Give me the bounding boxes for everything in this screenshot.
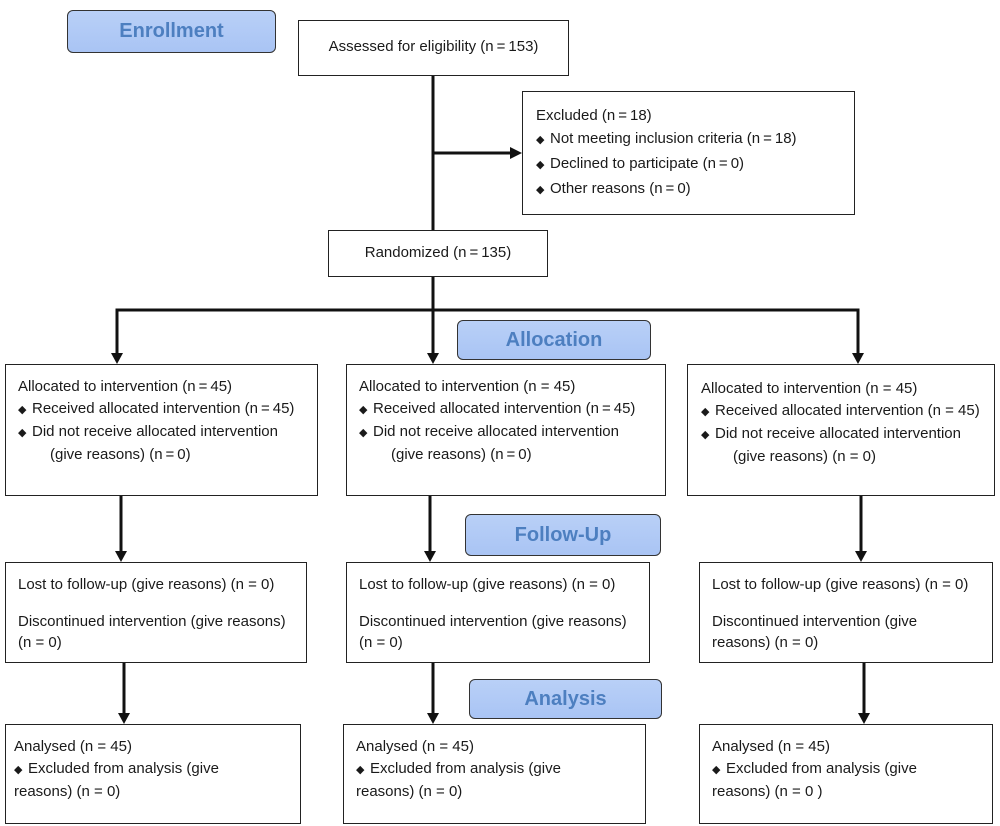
- followup-box-arm-1: Lost to follow-up (give reasons) (n = 0)…: [5, 562, 307, 663]
- analysis-excluded: ◆Excluded from analysis (give: [356, 758, 645, 781]
- analysis-box-arm-3: Analysed (n = 45) ◆Excluded from analysi…: [699, 724, 993, 824]
- diamond-bullet-icon: ◆: [18, 404, 27, 416]
- analysis-excluded-count: reasons) (n = 0): [356, 783, 463, 800]
- excluded-item: ◆Not meeting inclusion criteria (n = 18): [536, 127, 854, 152]
- excluded-box: Excluded (n = 18) ◆Not meeting inclusion…: [522, 91, 855, 215]
- excluded-item: ◆Other reasons (n = 0): [536, 177, 854, 202]
- analysis-excluded-count: reasons) (n = 0): [14, 783, 121, 800]
- randomized-text: Randomized (n = 135): [364, 244, 512, 261]
- diamond-bullet-icon: ◆: [359, 427, 368, 439]
- assessed-text: Assessed for eligibility (n = 153): [328, 38, 539, 55]
- analysis-excluded-count: reasons) (n = 0 ): [712, 783, 823, 800]
- followup-discontinued: Discontinued intervention (give reasons): [18, 613, 286, 630]
- followup-lost: Lost to follow-up (give reasons) (n = 0): [712, 576, 969, 593]
- followup-box-arm-3: Lost to follow-up (give reasons) (n = 0)…: [699, 562, 993, 663]
- allocation-received: ◆Received allocated intervention (n = 45…: [18, 398, 317, 421]
- excluded-title: Excluded (n = 18): [536, 107, 652, 124]
- diamond-bullet-icon: ◆: [14, 764, 23, 776]
- analysis-analysed: Analysed (n = 45): [712, 738, 830, 755]
- analysis-excluded: ◆Excluded from analysis (give: [712, 758, 992, 781]
- assessed-box: Assessed for eligibility (n = 153): [298, 20, 569, 76]
- followup-lost: Lost to follow-up (give reasons) (n = 0): [18, 576, 275, 593]
- diamond-bullet-icon: ◆: [536, 134, 545, 146]
- followup-discontinued-count: (n = 0): [359, 634, 403, 651]
- allocation-box-arm-2: Allocated to intervention (n = 45) ◆Rece…: [346, 364, 666, 496]
- followup-discontinued: Discontinued intervention (give: [712, 613, 918, 630]
- followup-discontinued: Discontinued intervention (give reasons): [359, 613, 627, 630]
- allocation-not-received-reason: (give reasons) (n = 0): [733, 448, 876, 465]
- followup-discontinued-count: (n = 0): [18, 634, 62, 651]
- allocation-not-received: ◆Did not receive allocated intervention: [18, 421, 317, 444]
- diamond-bullet-icon: ◆: [359, 404, 368, 416]
- diamond-bullet-icon: ◆: [18, 427, 27, 439]
- allocation-not-received-reason: (give reasons) (n = 0): [50, 446, 191, 463]
- allocation-not-received: ◆Did not receive allocated intervention: [701, 423, 994, 446]
- followup-box-arm-2: Lost to follow-up (give reasons) (n = 0)…: [346, 562, 650, 663]
- diamond-bullet-icon: ◆: [356, 764, 365, 776]
- stage-allocation-label: Allocation: [457, 320, 651, 360]
- stage-followup-label: Follow-Up: [465, 514, 661, 556]
- allocation-title: Allocated to intervention (n = 45): [359, 378, 576, 395]
- stage-enrollment-label: Enrollment: [67, 10, 276, 53]
- diamond-bullet-icon: ◆: [712, 764, 721, 776]
- diamond-bullet-icon: ◆: [536, 184, 545, 196]
- followup-lost: Lost to follow-up (give reasons) (n = 0): [359, 576, 616, 593]
- analysis-box-arm-2: Analysed (n = 45) ◆Excluded from analysi…: [343, 724, 646, 824]
- allocation-box-arm-3: Allocated to intervention (n = 45) ◆Rece…: [687, 364, 995, 496]
- allocation-title: Allocated to intervention (n = 45): [701, 380, 918, 397]
- analysis-analysed: Analysed (n = 45): [14, 738, 132, 755]
- excluded-item: ◆Declined to participate (n = 0): [536, 152, 854, 177]
- analysis-box-arm-1: Analysed (n = 45) ◆Excluded from analysi…: [5, 724, 301, 824]
- allocation-not-received: ◆Did not receive allocated intervention: [359, 421, 665, 444]
- diamond-bullet-icon: ◆: [701, 429, 710, 441]
- allocation-received: ◆Received allocated intervention (n = 45…: [701, 400, 994, 423]
- followup-discontinued-count: reasons) (n = 0): [712, 634, 819, 651]
- allocation-received: ◆Received allocated intervention (n = 45…: [359, 398, 665, 421]
- diamond-bullet-icon: ◆: [701, 406, 710, 418]
- allocation-box-arm-1: Allocated to intervention (n = 45) ◆Rece…: [5, 364, 318, 496]
- allocation-title: Allocated to intervention (n = 45): [18, 378, 233, 395]
- analysis-analysed: Analysed (n = 45): [356, 738, 474, 755]
- allocation-not-received-reason: (give reasons) (n = 0): [391, 446, 532, 463]
- randomized-box: Randomized (n = 135): [328, 230, 548, 277]
- analysis-excluded: ◆Excluded from analysis (give: [14, 758, 300, 781]
- stage-analysis-label: Analysis: [469, 679, 662, 719]
- diamond-bullet-icon: ◆: [536, 159, 545, 171]
